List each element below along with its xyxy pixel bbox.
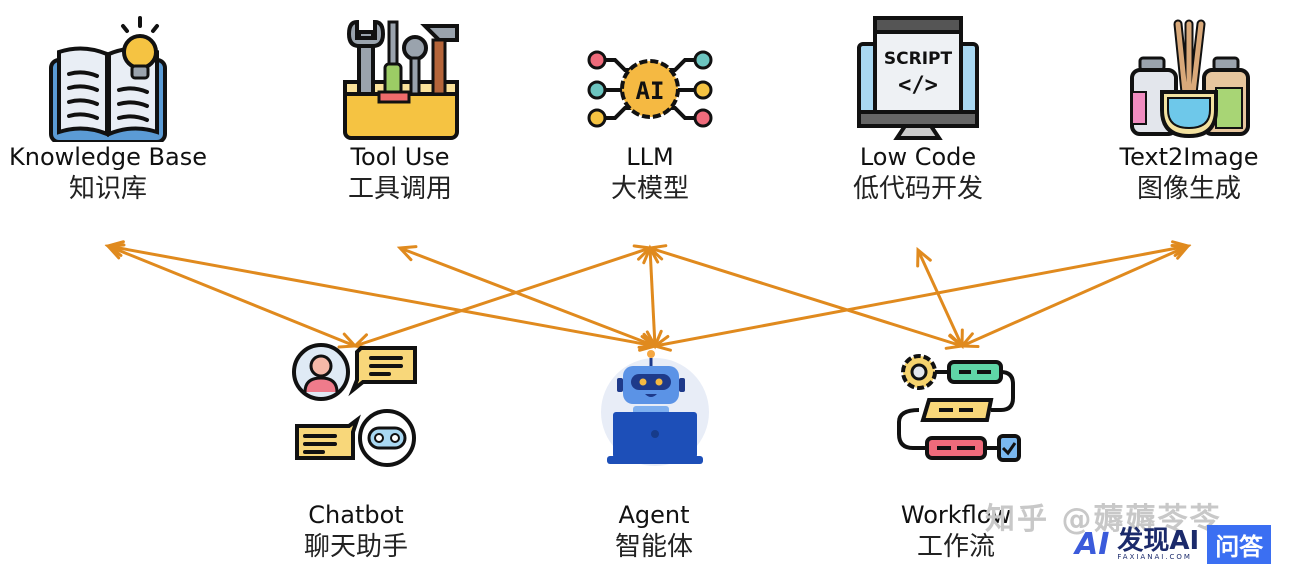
- toolbox-icon: [335, 12, 465, 142]
- node-label-en: Chatbot: [308, 501, 404, 529]
- brand-name: 发现AI: [1117, 525, 1200, 556]
- arrowhead-workflow: [958, 332, 980, 349]
- node-label-zh: 图像生成: [1136, 174, 1241, 204]
- brand-logo-icon: AI: [1075, 526, 1110, 562]
- node-workflow: Workflow 工作流: [836, 340, 1076, 564]
- node-label-en: LLM: [626, 143, 674, 171]
- arrow-text2image-workflow: [961, 244, 1189, 348]
- arrowhead-low-code: [916, 246, 932, 268]
- arrowhead-text2image: [1170, 243, 1192, 260]
- node-label-zh: 大模型: [610, 174, 689, 204]
- open-book-lightbulb-icon: [43, 12, 173, 144]
- arrow-tool-use-agent: [399, 246, 656, 348]
- node-llm: AI LLM 大模型: [530, 12, 770, 206]
- script-monitor-icon: SCRIPT </>: [853, 12, 983, 142]
- watermark-text: 知乎 @薅薅苓苓: [985, 502, 1222, 537]
- node-label-zh: 知识库: [68, 174, 147, 204]
- arrow-llm-workflow: [649, 246, 963, 348]
- brand-domain: FAXIANAI.COM: [1117, 552, 1192, 561]
- node-label-zh: 智能体: [614, 532, 693, 562]
- node-label-en: Tool Use: [350, 143, 450, 171]
- node-label-en: Text2Image: [1119, 143, 1259, 171]
- node-knowledge-base: Knowledge Base 知识库: [0, 12, 228, 206]
- node-tool-use: Tool Use 工具调用: [280, 12, 520, 206]
- node-label-en: Low Code: [859, 143, 977, 171]
- node-label-en: Agent: [618, 501, 690, 529]
- node-text2image: Text2Image 图像生成: [1069, 12, 1291, 206]
- arrowhead-agent: [651, 335, 672, 352]
- arrow-knowledge-base-chatbot: [107, 244, 356, 348]
- node-label-zh: 工具调用: [347, 174, 452, 204]
- arrow-llm-chatbot: [354, 246, 651, 348]
- paint-jars-icon: [1124, 12, 1254, 142]
- node-label-zh: 聊天助手: [303, 532, 408, 562]
- arrow-text2image-agent: [654, 244, 1189, 348]
- code-tag-text: </>: [898, 73, 938, 98]
- script-text: SCRIPT: [884, 49, 953, 69]
- node-label-en: Knowledge Base: [9, 143, 207, 171]
- arrow-low-code-workflow: [916, 249, 964, 347]
- node-low-code: SCRIPT </> Low Code 低代码开发: [798, 12, 1038, 206]
- ai-chip-text: AI: [636, 77, 665, 105]
- arrowhead-llm: [646, 244, 668, 261]
- node-label-zh: 低代码开发: [852, 174, 983, 204]
- arrow-knowledge-base-agent: [107, 244, 656, 348]
- node-label-zh: 工作流: [916, 532, 995, 562]
- node-label-en: Workflow: [900, 501, 1012, 529]
- arrowhead-knowledge-base: [104, 240, 125, 257]
- chat-bubbles-icon: [291, 340, 421, 470]
- arrow-llm-agent: [648, 247, 657, 347]
- brand-qa-badge[interactable]: 问答: [1207, 524, 1272, 564]
- arrowhead-tool-use: [396, 245, 418, 262]
- workflow-steps-icon: [891, 340, 1021, 470]
- node-agent: Agent 智能体: [534, 340, 774, 564]
- brand-badge[interactable]: AI 发现AI FAXIANAI.COM 问答: [1075, 524, 1272, 564]
- robot-laptop-icon: [589, 340, 719, 470]
- ai-chip-icon: AI: [585, 12, 715, 142]
- node-chatbot: Chatbot 聊天助手: [236, 340, 476, 564]
